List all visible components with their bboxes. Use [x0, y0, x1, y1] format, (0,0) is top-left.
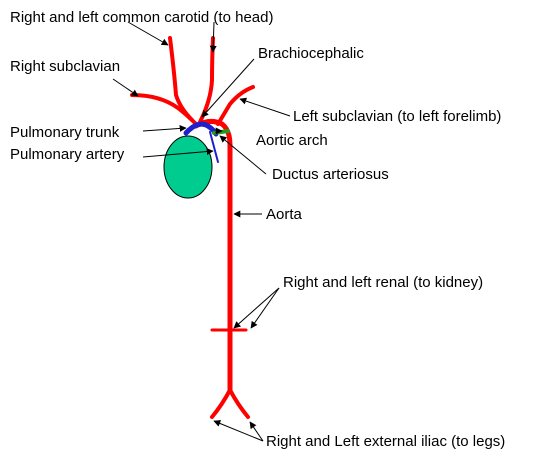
left-external-iliac [228, 388, 250, 419]
ductus-arteriosus-pointer [219, 135, 267, 175]
right-subclavian-vessel [130, 93, 198, 126]
left-common-carotid [198, 36, 215, 124]
pulmonary-artery-pointer [142, 148, 214, 158]
label-pulmonary-trunk: Pulmonary trunk [10, 124, 120, 141]
ductus-arteriosus-vessel [212, 129, 230, 135]
label-aorta: Aorta [266, 206, 302, 223]
right-subclavian-pointer [112, 78, 139, 97]
renal-pointer-left [233, 287, 280, 329]
iliac-pointer-left [249, 421, 264, 442]
label-aortic-arch: Aortic arch [256, 132, 328, 149]
right-external-iliac [210, 388, 232, 419]
left-subclavian-pointer [239, 97, 291, 117]
label-iliac: Right and Left external iliac (to legs) [266, 433, 506, 450]
carotid-pointer-right [127, 21, 169, 46]
left-subclavian-vessel [216, 85, 255, 126]
heart-shape [163, 135, 213, 199]
label-renal: Right and left renal (to kidney) [283, 274, 484, 291]
brachiocephalic-pointer [201, 58, 255, 118]
right-common-carotid [168, 36, 194, 122]
pulmonary-trunk-vessel [183, 121, 219, 137]
carotid-pointer-left [209, 21, 217, 53]
pulmonary-trunk-pointer [142, 124, 187, 132]
renal-pointer-right [250, 287, 280, 329]
label-left-subclavian: Left subclavian (to left forelimb) [293, 108, 502, 125]
label-ductus-arteriosus: Ductus arteriosus [272, 166, 389, 183]
iliac-pointer-right [213, 420, 264, 442]
label-right-subclavian: Right subclavian [10, 58, 121, 75]
label-carotid: Right and left common carotid (to head) [10, 9, 274, 26]
label-pulmonary-artery: Pulmonary artery [10, 146, 125, 163]
pulmonary-artery-vessel [209, 131, 219, 163]
label-brachiocephalic: Brachiocephalic [258, 45, 364, 62]
